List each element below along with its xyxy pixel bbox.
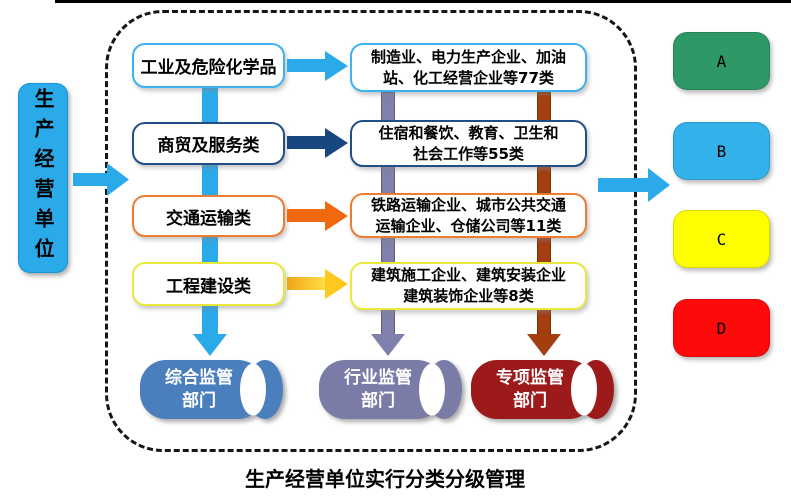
grade-box-a: A bbox=[673, 32, 770, 90]
scroll-shape bbox=[319, 360, 462, 419]
category-box-commerce-service: 商贸及服务类 bbox=[132, 122, 285, 165]
desc-box-commerce-service: 住宿和餐饮、教育、卫生和 社会工作等55类 bbox=[350, 120, 587, 167]
diagram-caption: 生产经营单位实行分类分级管理 bbox=[245, 467, 525, 491]
dept-label: 专项监管 部门 bbox=[496, 368, 564, 411]
grade-letter: C bbox=[716, 229, 727, 249]
grade-letter: A bbox=[716, 51, 727, 71]
grade-letter: B bbox=[716, 141, 727, 161]
grade-box-b: B bbox=[673, 122, 770, 180]
category-label: 工程建设类 bbox=[166, 276, 251, 297]
row-arrow-2-shaft bbox=[287, 136, 326, 149]
outflow-arrow-head bbox=[648, 168, 670, 202]
desc-line: 运输企业、仓储公司等11类 bbox=[375, 216, 562, 235]
dept-label: 行业监管 部门 bbox=[344, 368, 412, 411]
desc-line: 社会工作等55类 bbox=[413, 144, 524, 163]
row-arrow-1-shaft bbox=[287, 59, 326, 72]
grade-box-c: C bbox=[673, 210, 770, 268]
desc-box-transportation: 铁路运输企业、城市公共交通 运输企业、仓储公司等11类 bbox=[350, 193, 587, 238]
dept-label: 综合监管 部门 bbox=[165, 368, 233, 411]
dept-banner-industry: 行业监管 部门 bbox=[317, 357, 467, 423]
desc-line: 站、化工经营企业等77类 bbox=[383, 68, 554, 87]
desc-box-industry-chemicals: 制造业、电力生产企业、加油 站、化工经营企业等77类 bbox=[350, 43, 587, 92]
desc-line: 建筑施工企业、建筑安装企业 bbox=[370, 266, 566, 285]
inflow-arrow-shaft bbox=[73, 173, 109, 186]
outflow-arrow-shaft bbox=[598, 178, 649, 192]
desc-line: 住宿和餐饮、教育、卫生和 bbox=[378, 123, 559, 142]
grade-letter: D bbox=[716, 318, 727, 338]
category-box-construction: 工程建设类 bbox=[132, 262, 285, 306]
grade-box-d: D bbox=[673, 299, 770, 357]
desc-line: 制造业、电力生产企业、加油 bbox=[370, 47, 566, 66]
category-box-transportation: 交通运输类 bbox=[132, 195, 285, 237]
production-unit-box: 生产经营单位 bbox=[18, 83, 68, 273]
desc-line: 建筑装饰企业等8类 bbox=[403, 287, 534, 305]
scroll-shape bbox=[140, 360, 283, 419]
row-arrow-4-shaft bbox=[287, 277, 326, 290]
desc-box-construction: 建筑施工企业、建筑安装企业 建筑装饰企业等8类 bbox=[350, 262, 587, 310]
production-unit-label: 生产经营单位 bbox=[31, 88, 55, 268]
category-label: 商贸及服务类 bbox=[157, 136, 260, 156]
dashed-boundary-frame bbox=[105, 10, 637, 452]
row-arrow-3-shaft bbox=[287, 209, 326, 222]
scroll-shape bbox=[471, 360, 614, 419]
desc-line: 铁路运输企业、城市公共交通 bbox=[370, 195, 566, 214]
category-box-industry-chemicals: 工业及危险化学品 bbox=[132, 43, 285, 88]
dept-banner-comprehensive: 综合监管 部门 bbox=[138, 357, 288, 423]
dept-banner-special: 专项监管 部门 bbox=[469, 357, 619, 423]
category-label: 工业及危险化学品 bbox=[140, 58, 277, 78]
category-label: 交通运输类 bbox=[166, 208, 251, 229]
page-top-rule bbox=[55, 0, 791, 3]
